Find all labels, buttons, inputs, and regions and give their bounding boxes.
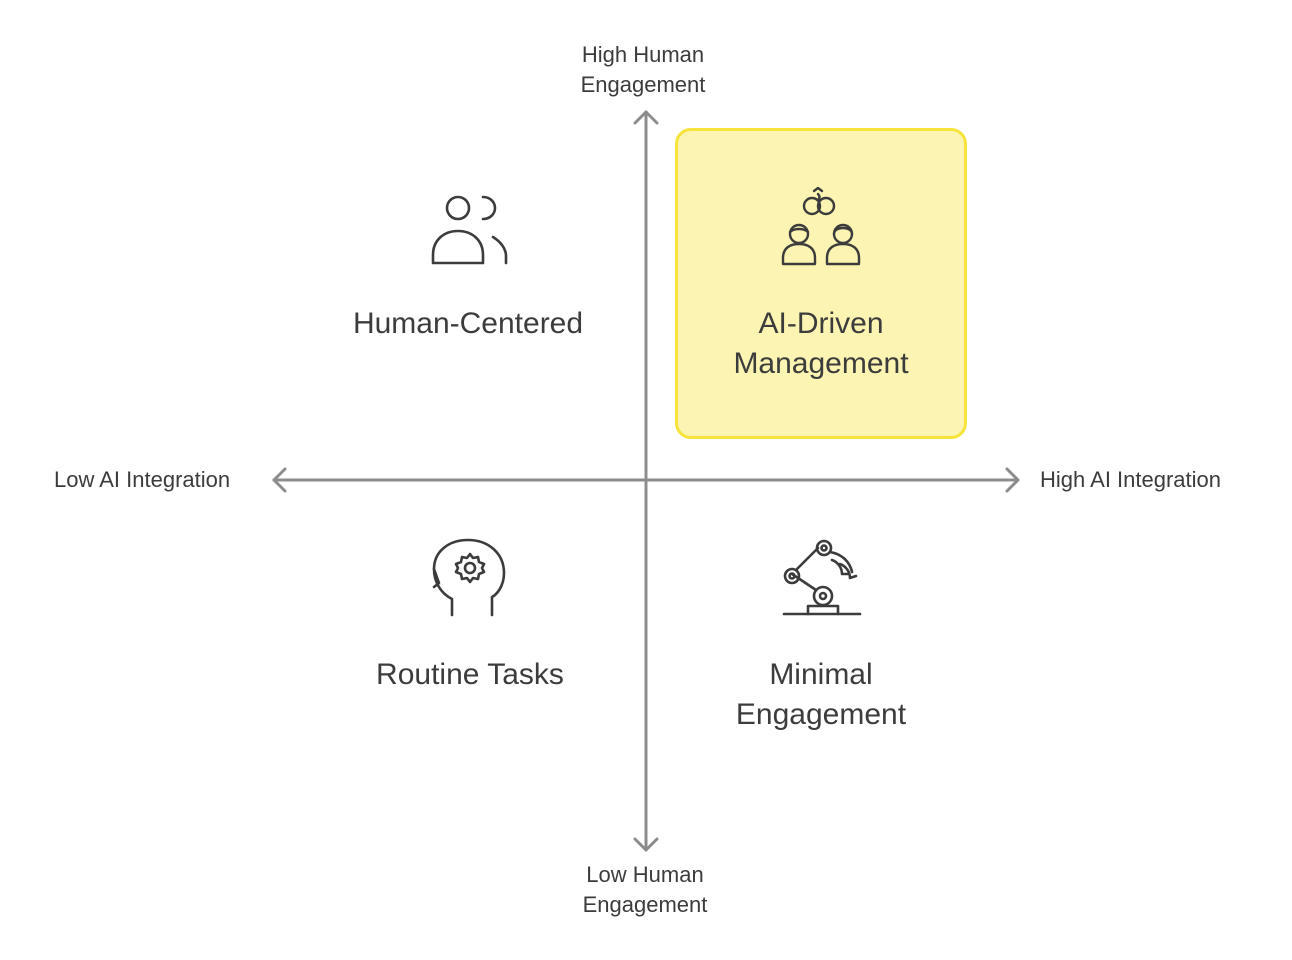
x-axis-high-label: High AI Integration <box>1040 467 1222 492</box>
team-with-ai-icon <box>781 186 861 266</box>
y-axis-high-label-line1: High Human <box>581 42 705 67</box>
vertical-axis-arrow-down <box>633 837 659 852</box>
y-axis-high-label-line2: Engagement <box>580 72 706 97</box>
quadrant-ai-driven-title-line1: AI-Driven <box>758 307 884 340</box>
quadrant-minimal-title-line2: Engagement <box>735 698 907 731</box>
y-axis-low-label-line1: Low Human <box>586 862 704 887</box>
head-gear-icon <box>432 538 506 617</box>
quadrant-ai-driven-management-title: AI-Driven Management <box>671 304 971 384</box>
quadrant-ai-driven-title-line2: Management <box>733 347 909 380</box>
vertical-axis-arrow-up <box>633 110 659 125</box>
quadrant-routine-tasks-title: Routine Tasks <box>376 658 564 691</box>
quadrant-human-centered-title: Human-Centered <box>352 307 584 340</box>
y-axis-high-label: High Human Engagement <box>543 40 743 100</box>
quadrant-minimal-title-line1: Minimal <box>769 658 873 691</box>
quadrant-minimal-engagement-title: Minimal Engagement <box>671 655 971 735</box>
horizontal-axis-arrow-left <box>272 467 287 493</box>
x-axis-low-label: Low AI Integration <box>54 467 231 492</box>
y-axis-low-label: Low Human Engagement <box>545 860 745 920</box>
robot-arm-icon <box>782 539 862 616</box>
people-icon <box>431 195 508 265</box>
y-axis-low-label-line2: Engagement <box>582 892 708 917</box>
horizontal-axis-arrow-right <box>1005 467 1020 493</box>
highlighted-quadrant-box <box>675 128 967 439</box>
